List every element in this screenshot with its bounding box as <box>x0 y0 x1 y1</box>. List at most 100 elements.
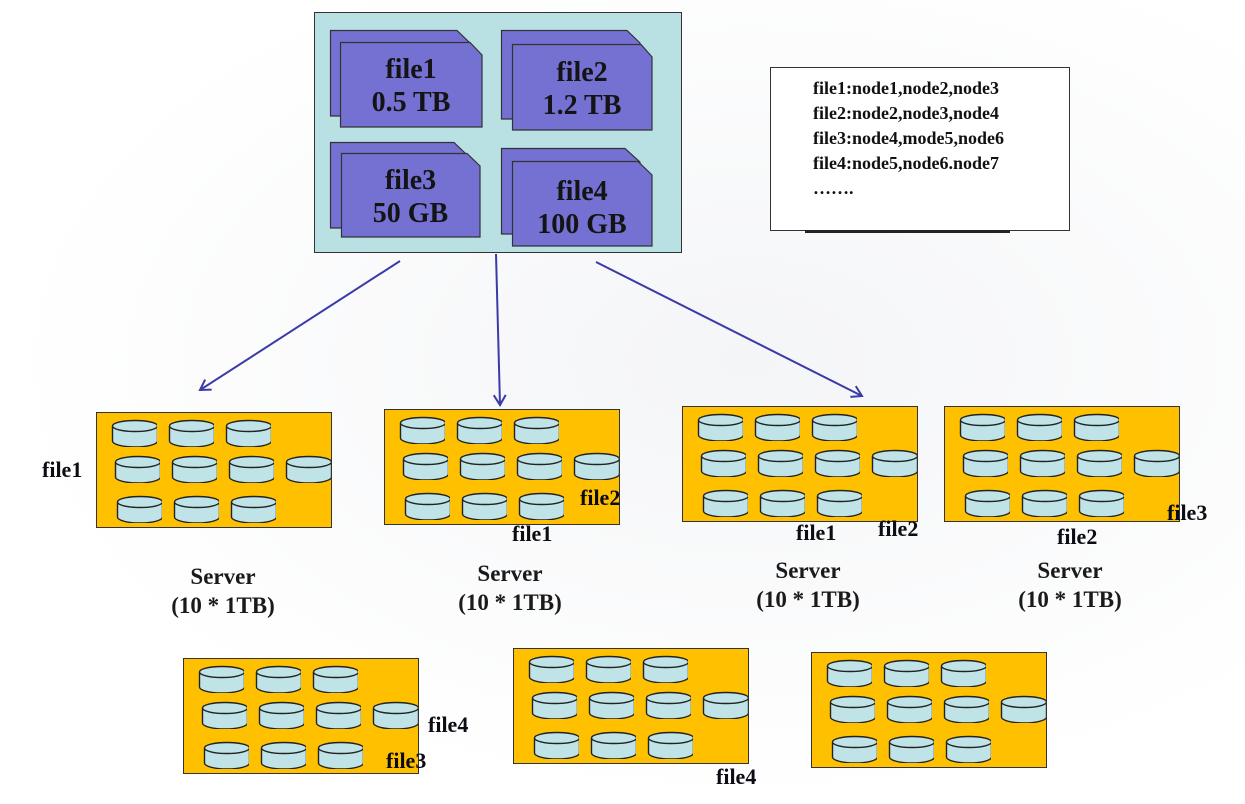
replica-label: file1 <box>512 521 553 546</box>
disk-icon <box>399 416 445 444</box>
disk-icon <box>230 495 276 523</box>
disk-icon <box>759 489 805 517</box>
replica-label: file4 <box>716 764 757 789</box>
mapping-line: file2:node2,node3,node4 <box>813 103 1000 123</box>
disk-icon <box>456 416 502 444</box>
server-3 <box>682 406 918 522</box>
disk-icon <box>642 655 688 683</box>
file-size: 1.2 TB <box>542 90 622 121</box>
disk-icon <box>962 449 1008 477</box>
mapping-line: file1:node1,node2,node3 <box>813 78 1000 98</box>
disk-icon <box>1019 449 1065 477</box>
replica-label: file3 <box>386 748 427 773</box>
disk-icon <box>829 695 875 723</box>
disk-icon <box>372 701 418 729</box>
disk-icon <box>964 489 1010 517</box>
document-stack-icon <box>329 29 483 128</box>
disk-icon <box>816 489 862 517</box>
file-name: file4 <box>556 176 608 207</box>
disk-icon <box>697 413 743 441</box>
file-name: file1 <box>385 54 437 85</box>
replica-label: file4 <box>428 712 469 737</box>
file-size: 50 GB <box>372 198 449 229</box>
disk-icon <box>647 731 693 759</box>
document-stack-icon <box>500 29 653 131</box>
disk-icon <box>116 495 162 523</box>
disk-icon <box>945 735 991 763</box>
disk-icon <box>228 455 274 483</box>
server-caption: Server (10 * 1TB) <box>123 562 323 620</box>
server-4 <box>944 406 1180 522</box>
server-title: Server <box>190 564 256 589</box>
server-title: Server <box>775 558 841 583</box>
disk-icon <box>814 449 860 477</box>
disk-icon <box>461 492 507 520</box>
disk-icon <box>225 419 271 447</box>
replica-label: file2 <box>580 485 621 510</box>
disk-icon <box>258 701 304 729</box>
disk-icon <box>528 655 574 683</box>
server-capacity: (10 * 1TB) <box>756 587 860 612</box>
disk-icon <box>168 419 214 447</box>
disk-icon <box>826 659 872 687</box>
server-7 <box>811 652 1047 768</box>
disk-icon <box>1000 695 1046 723</box>
disk-icon <box>312 665 358 693</box>
replica-label: file1 <box>42 457 83 482</box>
file-name: file3 <box>384 165 437 196</box>
server-caption: Server (10 * 1TB) <box>410 559 610 617</box>
disk-icon <box>700 449 746 477</box>
disk-icon <box>404 492 450 520</box>
server-capacity: (10 * 1TB) <box>171 593 275 618</box>
disk-icon <box>811 413 857 441</box>
disk-icon <box>260 741 306 769</box>
replica-label: file2 <box>1057 524 1098 549</box>
disk-icon <box>513 416 559 444</box>
mapping-line: file3:node4,mode5,node6 <box>813 128 1004 148</box>
disk-icon <box>883 659 929 687</box>
server-caption: Server (10 * 1TB) <box>970 556 1170 614</box>
disk-icon <box>171 455 217 483</box>
disk-icon <box>114 455 160 483</box>
mapping-underline <box>805 230 1010 233</box>
disk-icon <box>201 701 247 729</box>
server-caption: Server (10 * 1TB) <box>708 556 908 614</box>
disk-icon <box>203 741 249 769</box>
disk-icon <box>317 741 363 769</box>
disk-icon <box>516 452 562 480</box>
disk-icon <box>1021 489 1067 517</box>
arrow-to-server-1 <box>198 260 401 392</box>
disk-icon <box>943 695 989 723</box>
server-title: Server <box>477 561 543 586</box>
disk-icon <box>831 735 877 763</box>
file-node-mapping: file1:node1,node2,node3 file2:node2,node… <box>770 67 1070 231</box>
file-size: 0.5 TB <box>371 87 451 118</box>
server-1 <box>96 412 332 528</box>
disk-icon <box>111 419 157 447</box>
disk-icon <box>315 701 361 729</box>
disk-icon <box>959 413 1005 441</box>
arrow-to-server-2 <box>492 253 507 407</box>
file-size: 100 GB <box>537 209 627 240</box>
disk-icon <box>871 449 917 477</box>
disk-icon <box>518 492 564 520</box>
disk-icon <box>573 452 619 480</box>
disk-icon <box>757 449 803 477</box>
disk-icon <box>585 655 631 683</box>
disk-icon <box>173 495 219 523</box>
disk-icon <box>886 695 932 723</box>
disk-icon <box>1073 413 1119 441</box>
disk-icon <box>888 735 934 763</box>
server-title: Server <box>1037 558 1103 583</box>
disk-icon <box>645 691 691 719</box>
mapping-line: file4:node5,node6.node7 <box>813 153 1000 173</box>
disk-icon <box>459 452 505 480</box>
disk-icon <box>533 731 579 759</box>
disk-icon <box>588 691 634 719</box>
disk-icon <box>1076 449 1122 477</box>
server-6 <box>513 648 749 764</box>
disk-icon <box>531 691 577 719</box>
disk-icon <box>940 659 986 687</box>
disk-icon <box>754 413 800 441</box>
